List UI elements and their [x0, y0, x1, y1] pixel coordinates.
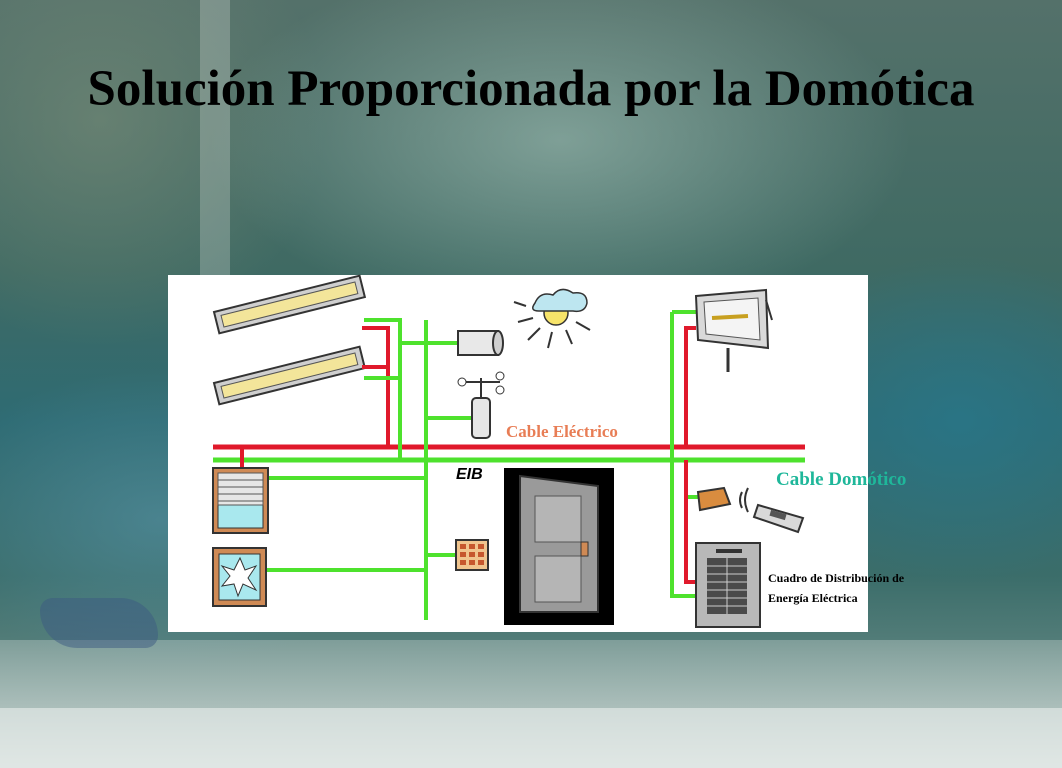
- slide-title: Solución Proporcionada por la Domótica: [87, 61, 975, 117]
- sun-cloud-icon: [513, 288, 591, 349]
- background-footer-bar: [0, 708, 1062, 768]
- background-highlight: [200, 0, 230, 280]
- background-logo: [40, 598, 158, 648]
- sensor-cylinder: [457, 330, 504, 356]
- door-icon: [504, 468, 614, 625]
- weather-station-icon: [457, 371, 505, 439]
- cable-electrico-label: Cable Eléctrico: [506, 422, 618, 441]
- light-fixture-bottom: [212, 345, 367, 406]
- keypad-icon: [455, 539, 489, 571]
- cuadro-label-line1: Cuadro de Distribución de: [768, 571, 905, 585]
- window-blinds-icon: [212, 467, 269, 534]
- floodlight-electric-link: [684, 326, 696, 447]
- cable-domotico-label: Cable Domótico: [776, 469, 907, 490]
- cuadro-distribucion-label: Cuadro de Distribución de Energía Eléctr…: [768, 568, 958, 608]
- panel-electric-link: [684, 460, 696, 584]
- motion-sensor-icon: [696, 486, 732, 512]
- distribution-panel-icon: [695, 542, 761, 628]
- remote-control-icon: [739, 487, 805, 534]
- broken-window-icon: [212, 547, 267, 607]
- eib-label: EIB: [456, 466, 483, 483]
- cuadro-label-line2: Energía Eléctrica: [768, 591, 858, 605]
- light-top-electric: [362, 326, 390, 447]
- floodlight-icon: [694, 288, 773, 372]
- light-top-domotic: [364, 318, 402, 460]
- light-fixture-top: [212, 274, 367, 335]
